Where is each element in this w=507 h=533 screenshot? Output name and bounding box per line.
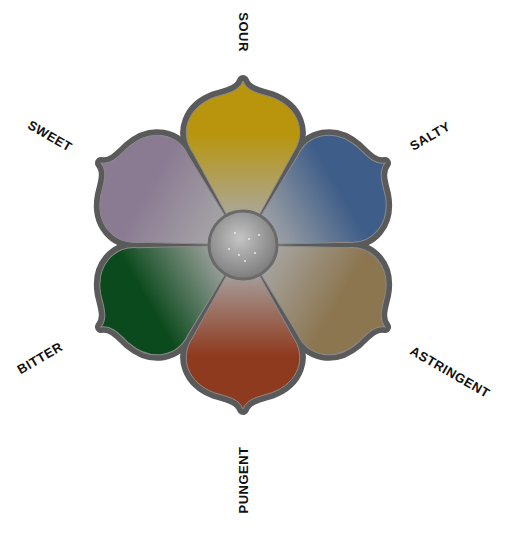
taste-label: SOUR	[237, 12, 250, 52]
speck	[234, 232, 236, 234]
speck	[244, 260, 246, 262]
speck	[238, 254, 240, 256]
flower	[73, 81, 414, 409]
speck	[258, 234, 260, 236]
taste-label: PUNGENT	[237, 446, 250, 513]
flower-center	[209, 211, 277, 279]
taste-label: ASTRINGENT	[408, 344, 492, 400]
petal-fills	[73, 81, 414, 409]
taste-label: BITTER	[15, 340, 65, 376]
center-specks	[228, 232, 260, 262]
taste-label: SALTY	[408, 119, 453, 152]
speck	[228, 248, 230, 250]
petal-outlines	[73, 81, 414, 409]
speck	[254, 252, 256, 254]
speck	[248, 238, 250, 240]
taste-label: SWEET	[26, 118, 75, 154]
